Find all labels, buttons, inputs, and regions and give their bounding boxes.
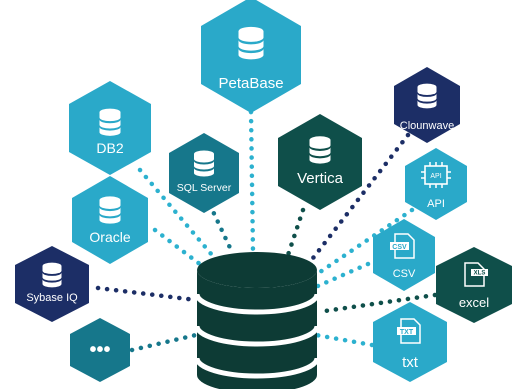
- xls-file-badge: XLS: [474, 271, 486, 277]
- central-database-icon: [194, 252, 320, 389]
- node-excel-label: excel: [459, 295, 489, 310]
- more-icon: •••: [89, 339, 110, 361]
- node-petabase-label: PetaBase: [218, 75, 283, 92]
- connector-sybase: [95, 285, 199, 303]
- connector-more: [129, 332, 199, 353]
- csv-file-badge: CSV: [392, 244, 407, 251]
- connector-csv: [315, 261, 371, 289]
- xls-file-icon: XLS: [464, 262, 488, 287]
- node-petabase: PetaBase: [201, 0, 301, 113]
- connector-db2: [137, 167, 215, 258]
- node-csv: CSV CSV: [373, 219, 435, 291]
- connector-petabase: [248, 109, 256, 255]
- node-vertica: Vertica: [278, 114, 362, 210]
- node-txt: TXT txt: [373, 302, 447, 382]
- connector-sqlserver: [207, 202, 235, 255]
- connector-txt: [313, 332, 375, 348]
- txt-file-badge: TXT: [400, 329, 414, 336]
- node-db2: DB2: [69, 81, 151, 175]
- connector-lines: [95, 109, 438, 353]
- node-txt-label: txt: [402, 354, 419, 371]
- node-api-label: API: [427, 198, 445, 210]
- node-clounwave-label: Clounwave: [400, 120, 454, 132]
- node-sybase: Sybase IQ: [15, 246, 89, 322]
- txt-file-icon: TXT: [397, 318, 421, 344]
- node-oracle-label: Oracle: [89, 229, 130, 245]
- node-sqlserver-label: SQL Server: [177, 182, 232, 194]
- connector-vertica: [285, 207, 306, 258]
- node-sqlserver: SQL Server: [169, 133, 239, 213]
- csv-file-icon: CSV: [390, 233, 415, 259]
- api-chip-badge: API: [430, 173, 441, 180]
- connector-oracle: [152, 227, 208, 271]
- node-oracle: Oracle: [72, 176, 148, 264]
- node-clounwave: Clounwave: [394, 67, 460, 143]
- connector-excel: [315, 292, 438, 315]
- api-chip-icon: API: [421, 162, 451, 188]
- node-db2-label: DB2: [96, 140, 123, 156]
- connector-api: [317, 207, 415, 275]
- connector-clounwave: [307, 132, 411, 265]
- node-excel: XLS excel: [436, 247, 512, 323]
- node-vertica-label: Vertica: [297, 170, 344, 187]
- node-csv-label: CSV: [393, 268, 416, 280]
- node-sybase-label: Sybase IQ: [26, 292, 78, 304]
- node-more: •••: [70, 318, 130, 382]
- node-api: API API: [405, 148, 467, 220]
